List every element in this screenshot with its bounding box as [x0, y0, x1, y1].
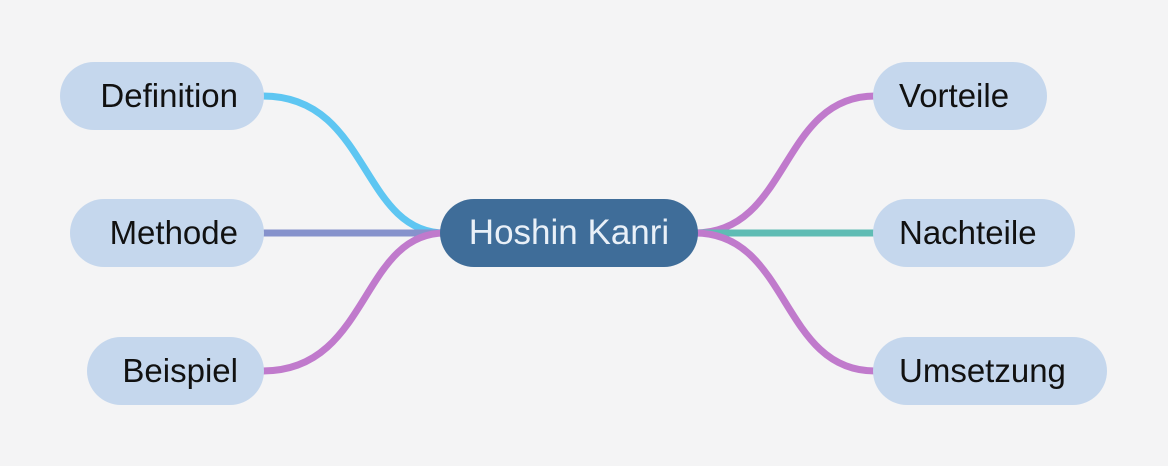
link-vorteile: [694, 92, 876, 237]
node-definition[interactable]: Definition: [60, 62, 264, 130]
node-label: Vorteile: [899, 77, 1010, 114]
node-label: Nachteile: [899, 214, 1037, 251]
node-label: Methode: [109, 214, 238, 251]
root-label: Hoshin Kanri: [468, 213, 670, 252]
link-umsetzung: [694, 229, 876, 375]
node-umsetzung[interactable]: Umsetzung: [873, 337, 1107, 405]
node-label: Beispiel: [122, 352, 238, 389]
link-definition: [262, 92, 446, 237]
link-beispiel: [262, 229, 446, 375]
node-label: Definition: [100, 77, 238, 114]
node-beispiel[interactable]: Beispiel: [87, 337, 264, 405]
node-root[interactable]: Hoshin Kanri: [440, 199, 698, 267]
node-vorteile[interactable]: Vorteile: [873, 62, 1047, 130]
node-nachteile[interactable]: Nachteile: [873, 199, 1075, 267]
node-label: Umsetzung: [899, 352, 1066, 389]
node-methode[interactable]: Methode: [70, 199, 264, 267]
